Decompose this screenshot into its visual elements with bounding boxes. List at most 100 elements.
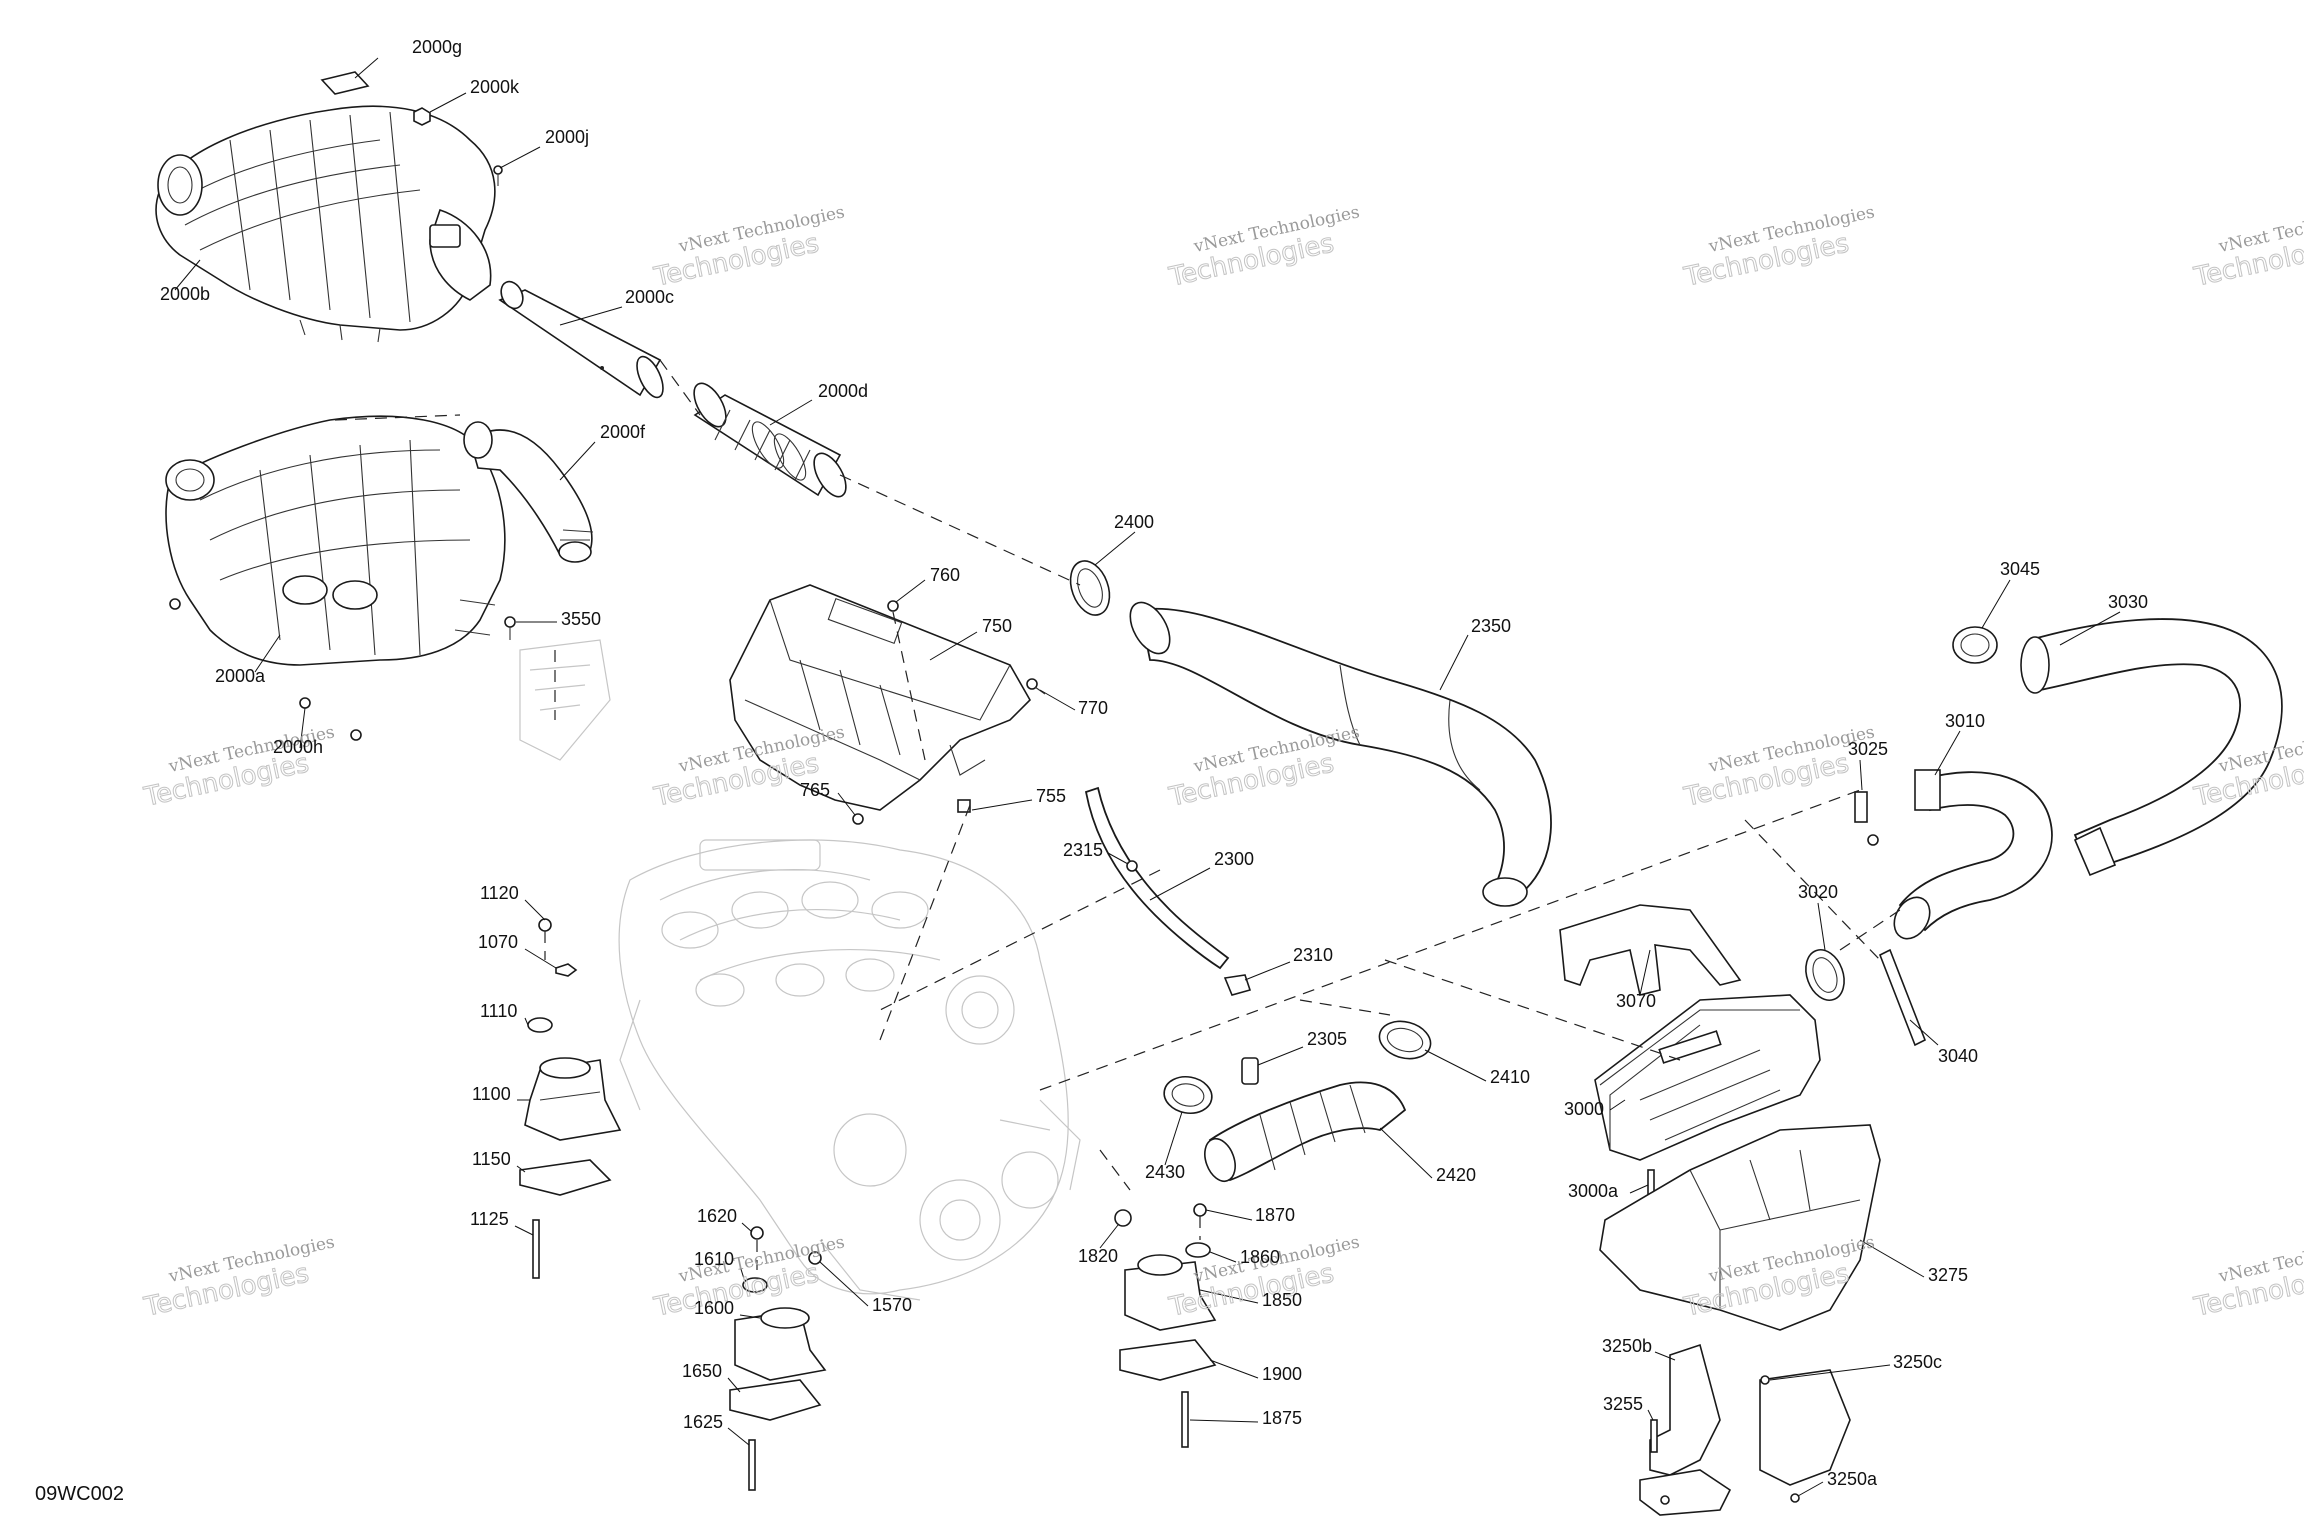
callout-2000b: 2000b	[160, 284, 210, 304]
callout-2305: 2305	[1307, 1029, 1347, 1049]
callout-1650: 1650	[682, 1361, 722, 1381]
callout-2350: 2350	[1471, 616, 1511, 636]
callout-1860: 1860	[1240, 1247, 1280, 1267]
engine-mount-1850	[1114, 1203, 1217, 1448]
engine-mount-1600	[729, 1226, 827, 1491]
callout-1120: 1120	[480, 883, 519, 903]
bolt-3550	[504, 616, 516, 640]
callout-755: 755	[1036, 786, 1066, 806]
clamp-3020	[1805, 949, 1845, 1001]
callout-1900: 1900	[1262, 1364, 1302, 1384]
hose-3030	[2020, 618, 2283, 877]
callout-770: 770	[1078, 698, 1108, 718]
hose-3010	[1893, 769, 2053, 940]
callout-1870: 1870	[1255, 1205, 1295, 1225]
callout-3040: 3040	[1938, 1046, 1978, 1066]
callout-2400: 2400	[1114, 512, 1154, 532]
duct-2000c	[498, 280, 664, 399]
diagram-code: 09WC002	[35, 1483, 124, 1505]
callout-1150: 1150	[472, 1149, 511, 1169]
callout-2000k: 2000k	[470, 77, 520, 97]
callout-3250c: 3250c	[1893, 1352, 1942, 1372]
fitting-2310	[1223, 974, 1252, 996]
nut-2000k	[413, 107, 431, 126]
elbow-2420	[1204, 1081, 1407, 1183]
callout-750: 750	[982, 616, 1012, 636]
callout-1600: 1600	[694, 1298, 734, 1318]
callout-1620: 1620	[697, 1206, 737, 1226]
fitting-2305	[1241, 1057, 1259, 1085]
tube-2000f	[463, 421, 594, 563]
callout-3070: 3070	[1616, 991, 1656, 1011]
bracket-3250a	[1639, 1469, 1800, 1516]
tube-2300	[1084, 786, 1230, 970]
callout-3000: 3000	[1564, 1099, 1604, 1119]
callout-1850: 1850	[1262, 1290, 1302, 1310]
callout-765: 765	[800, 780, 830, 800]
callout-3250a: 3250a	[1827, 1469, 1878, 1489]
callout-3550: 3550	[561, 609, 601, 629]
callout-1110: 1110	[480, 1001, 517, 1021]
callout-1625: 1625	[683, 1412, 723, 1432]
callout-2315: 2315	[1063, 840, 1103, 860]
coupler-2000d	[693, 382, 847, 498]
callout-1125: 1125	[470, 1209, 509, 1229]
callout-1610: 1610	[694, 1249, 734, 1269]
callout-1875: 1875	[1262, 1408, 1302, 1428]
nut-765	[852, 813, 864, 825]
callout-2000d: 2000d	[818, 381, 868, 401]
air-duct-3275	[1599, 1124, 1881, 1331]
clamp-3045	[1952, 626, 1998, 664]
clamp-2410	[1378, 1020, 1432, 1060]
bolt-3255	[1650, 1419, 1658, 1453]
callout-2310: 2310	[1293, 945, 1333, 965]
screw-770	[1026, 678, 1046, 695]
callout-3250b: 3250b	[1602, 1336, 1652, 1356]
sensor-3025	[1854, 791, 1879, 846]
leader-lines	[174, 57, 2121, 1497]
callout-2000j: 2000j	[545, 127, 589, 147]
callout-2000g: 2000g	[412, 37, 462, 57]
bracket-3250b	[1649, 1343, 1721, 1476]
clamp-2430	[1163, 1075, 1213, 1115]
callout-2430: 2430	[1145, 1162, 1185, 1182]
screw-760	[887, 600, 899, 612]
cap-2000g	[320, 71, 370, 95]
bracket-3250c	[1759, 1369, 1851, 1486]
intake-manifold-upper-2000b	[155, 105, 496, 343]
callout-3020: 3020	[1798, 882, 1838, 902]
engine-ghost-outline	[519, 639, 1081, 1301]
engine-cover-750	[729, 584, 1031, 811]
callout-2000a: 2000a	[215, 666, 266, 686]
callout-3000a: 3000a	[1568, 1181, 1619, 1201]
screw-2000j	[493, 165, 503, 186]
callout-3275: 3275	[1928, 1265, 1968, 1285]
callout-2000f: 2000f	[600, 422, 646, 442]
callout-760: 760	[930, 565, 960, 585]
clamp-2315	[1126, 860, 1138, 872]
callout-3010: 3010	[1945, 711, 1985, 731]
intercooler-3000	[1594, 994, 1821, 1161]
callout-1100: 1100	[472, 1084, 511, 1104]
callout-2410: 2410	[1490, 1067, 1530, 1087]
callout-2300: 2300	[1214, 849, 1254, 869]
callout-3255: 3255	[1603, 1394, 1643, 1414]
callout-2420: 2420	[1436, 1165, 1476, 1185]
callout-3030: 3030	[2108, 592, 2148, 612]
callout-1570: 1570	[872, 1295, 912, 1315]
hose-2350	[1129, 601, 1552, 907]
assembly-lines	[334, 359, 1901, 1270]
clamp-2400	[1069, 560, 1111, 616]
